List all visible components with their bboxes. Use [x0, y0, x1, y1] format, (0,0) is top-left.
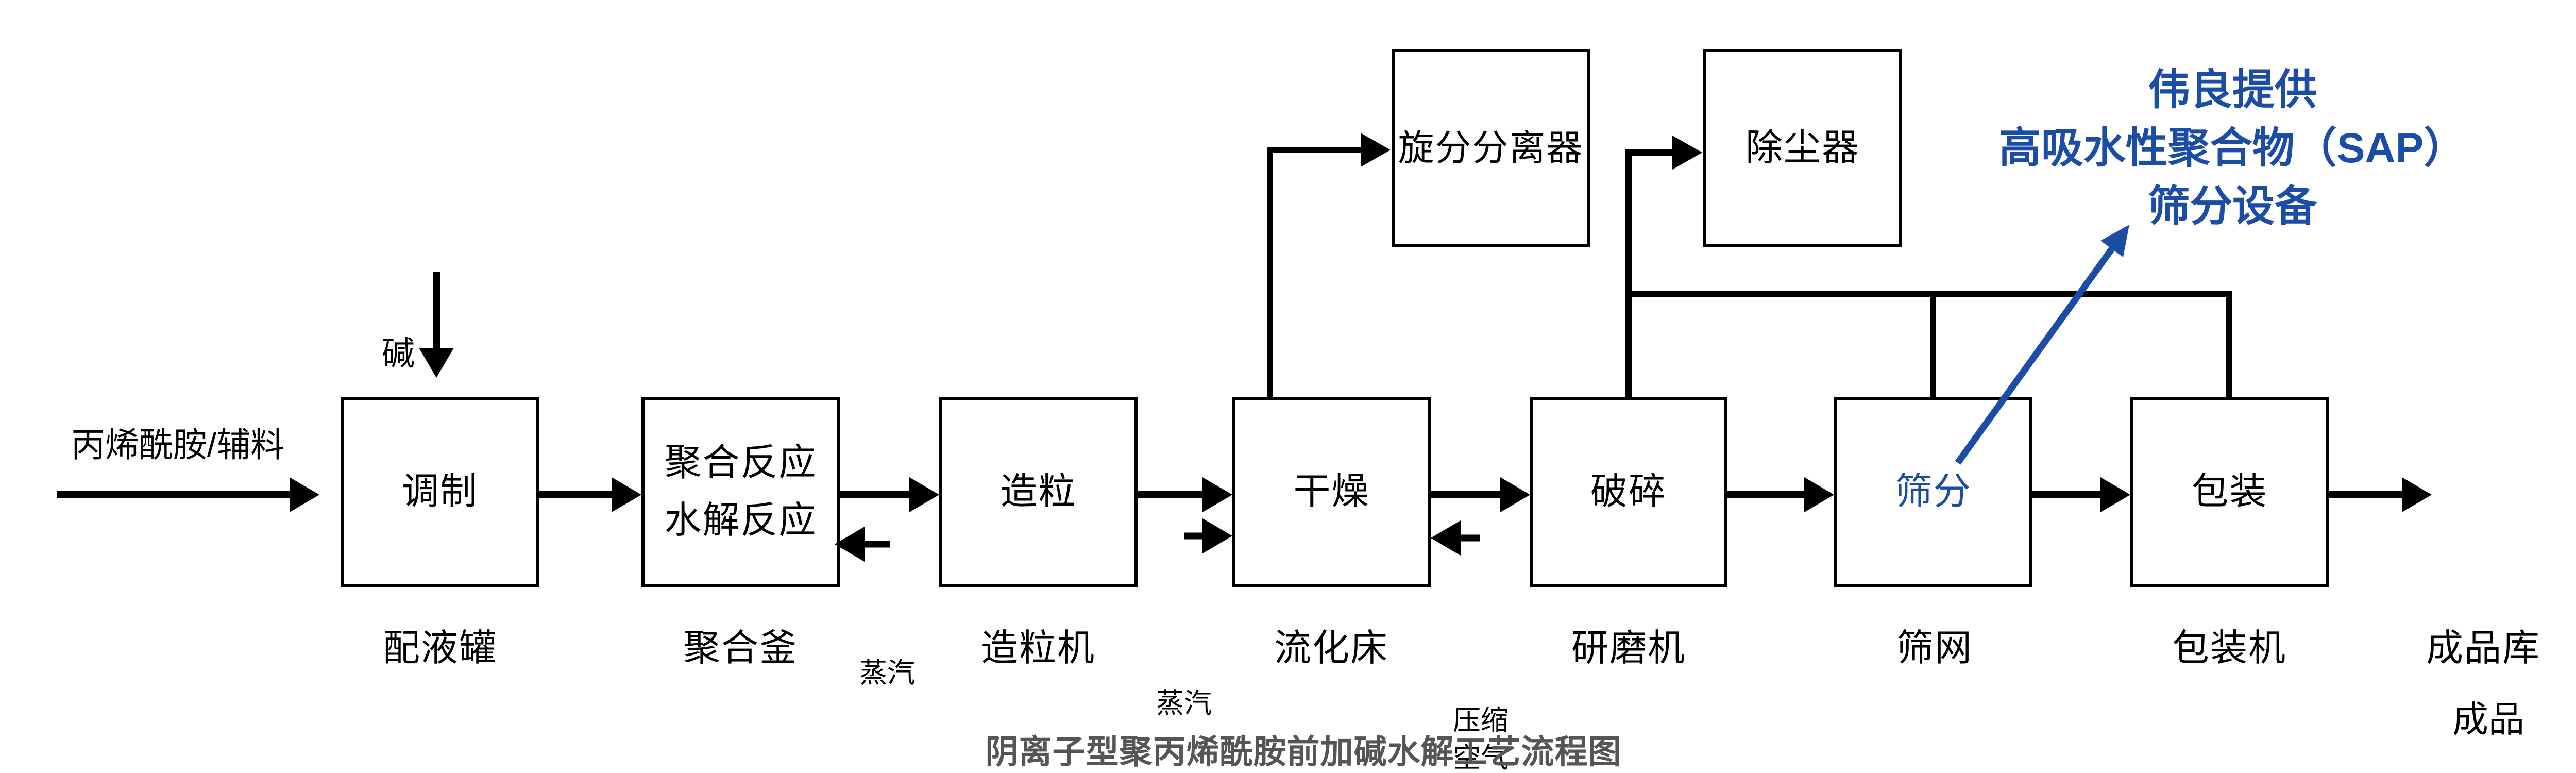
compressed-air-arrow-head	[1431, 520, 1461, 556]
process-box-blending: 调制	[341, 397, 539, 587]
equipment-label-fluidized-bed: 流化床	[1274, 627, 1388, 669]
arrowhead-to-granulation	[909, 477, 939, 512]
vendor-annotation-line2: 高吸水性聚合物（SAP）	[1998, 125, 2466, 172]
alkali-input-label: 碱	[382, 334, 415, 372]
process-box-granulation: 造粒	[939, 397, 1138, 587]
dryer-to-cyclone-line	[1267, 147, 1361, 397]
compressed-air-label: 压缩 空气	[1429, 701, 1532, 773]
hydrolysis-line2: 水解反应	[664, 500, 817, 541]
product-output-label: 成品	[2452, 699, 2524, 740]
steam-arrow-2	[1184, 518, 1232, 553]
process-box-packaging: 包装	[2130, 397, 2329, 587]
process-box-polymerization: 聚合反应 水解反应	[641, 397, 840, 587]
compressed-air-line1: 压缩	[1453, 705, 1509, 736]
polymerization-line1: 聚合反应	[664, 442, 817, 484]
process-box-packaging-label: 包装	[2191, 471, 2268, 513]
cyclone-arrowhead	[1361, 133, 1391, 167]
recycle-header-pipe	[1629, 291, 2232, 397]
cyclone-separator-box: 旋分分离器	[1392, 49, 1590, 247]
dryer-to-cyclone-pipe	[1267, 133, 1391, 397]
arrowhead-to-drying	[1202, 477, 1232, 512]
process-box-crushing-label: 破碎	[1590, 471, 1667, 513]
steam-label-1: 蒸汽	[859, 657, 915, 688]
compressed-air-line2: 空气	[1453, 743, 1509, 773]
steam-label-2: 蒸汽	[1156, 687, 1212, 719]
vendor-annotation: 伟良提供 高吸水性聚合物（SAP） 筛分设备	[1872, 61, 2576, 236]
arrowhead-to-crushing	[1500, 477, 1530, 512]
crusher-to-dust-collector-pipe	[1625, 136, 1702, 397]
process-box-crushing: 破碎	[1530, 397, 1727, 587]
equipment-label-polymerizer: 聚合釜	[683, 627, 798, 669]
vendor-annotation-line1: 伟良提供	[2147, 66, 2317, 113]
equipment-label-screen-mesh: 筛网	[1896, 627, 1973, 669]
steam-arrow-1	[835, 527, 890, 562]
arrowhead-feed	[290, 477, 319, 512]
arrowhead-to-packaging	[2100, 477, 2130, 512]
equipment-label-packer: 包装机	[2172, 627, 2286, 669]
arrowhead-to-screening	[1804, 477, 1834, 512]
arrowhead-to-polymerization	[612, 477, 641, 512]
equipment-label-granulator: 造粒机	[980, 627, 1095, 669]
steam-arrow-2-head	[1202, 518, 1232, 553]
crusher-to-dust-collector-line	[1625, 149, 1672, 397]
compressed-air-arrow	[1431, 520, 1480, 556]
process-box-drying: 干燥	[1232, 397, 1431, 587]
process-box-screening-label: 筛分	[1895, 471, 1972, 513]
diagram-title: 阴离子型聚丙烯酰胺前加碱水解工艺流程图	[985, 733, 1622, 770]
recycle-header-line	[1629, 291, 2232, 397]
vendor-annotation-line3: 筛分设备	[2147, 183, 2317, 230]
equipment-label-warehouse: 成品库	[2426, 627, 2540, 669]
arrowhead-to-product	[2402, 477, 2432, 512]
equipment-label-grinder: 研磨机	[1571, 627, 1686, 669]
equipment-label-mixing-tank: 配液罐	[382, 627, 497, 669]
dust-collector-box: 除尘器	[1703, 49, 1902, 247]
feed-input-label: 丙烯酰胺/辅料	[71, 425, 285, 464]
dust-collector-label: 除尘器	[1745, 127, 1860, 169]
process-box-polymerization-label: 聚合反应 水解反应	[664, 434, 817, 549]
dust-collector-arrowhead	[1672, 136, 1702, 170]
process-box-screening: 筛分	[1834, 397, 2032, 587]
cyclone-separator-label: 旋分分离器	[1398, 128, 1584, 169]
process-box-blending-label: 调制	[401, 471, 478, 513]
process-box-drying-label: 干燥	[1293, 471, 1370, 513]
process-box-granulation-label: 造粒	[1000, 471, 1077, 513]
